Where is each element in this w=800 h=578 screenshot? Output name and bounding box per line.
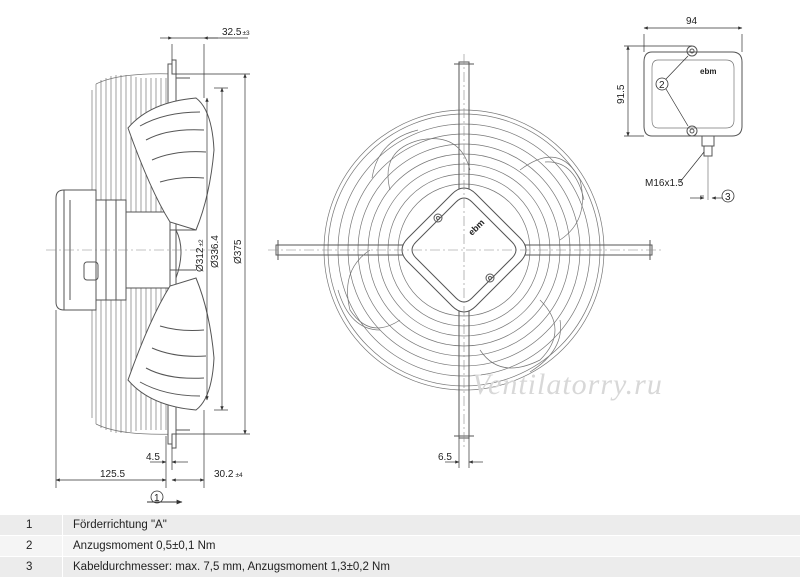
dim-m16: M16x1.5: [645, 178, 684, 189]
dim-4-5: 4.5: [146, 452, 160, 463]
legend-row: 2 Anzugsmoment 0,5±0,1 Nm: [0, 536, 800, 557]
dim-91-5: 91.5: [616, 84, 627, 104]
dim-d375: Ø375: [233, 239, 244, 264]
legend-table: 1 Förderrichtung "A" 2 Anzugsmoment 0,5±…: [0, 515, 800, 578]
dim-30-2: 30.2±4: [214, 469, 243, 480]
terminal-box-logo: ebm: [700, 67, 716, 76]
side-view: 32.5±3 Ø312±2 Ø336.4 Ø375 4.5 125.5 30.2…: [46, 27, 250, 504]
watermark: Ventilatorry.ru: [472, 368, 663, 402]
dim-32-5: 32.5±3: [222, 27, 250, 38]
dim-d312: Ø312±2: [195, 239, 206, 272]
dim-125-5: 125.5: [100, 469, 125, 480]
legend-text: Kabeldurchmesser: max. 7,5 mm, Anzugsmom…: [63, 557, 800, 578]
dim-94: 94: [686, 16, 698, 27]
legend-row: 1 Förderrichtung "A": [0, 515, 800, 536]
legend-number: 2: [0, 536, 63, 557]
legend-text: Förderrichtung "A": [63, 515, 800, 536]
dim-6-5: 6.5: [438, 452, 452, 463]
front-view: ebm 6.5: [268, 54, 662, 468]
dim-d336-4: Ø336.4: [210, 235, 221, 268]
fan-technical-drawing: 32.5±3 Ø312±2 Ø336.4 Ø375 4.5 125.5 30.2…: [0, 0, 800, 515]
legend-number: 3: [0, 557, 63, 578]
legend-number: 1: [0, 515, 63, 536]
legend-text: Anzugsmoment 0,5±0,1 Nm: [63, 536, 800, 557]
legend-row: 3 Kabeldurchmesser: max. 7,5 mm, Anzugsm…: [0, 557, 800, 578]
callout-2: 2: [659, 80, 665, 91]
front-view-dimensions: 6.5: [438, 438, 483, 468]
terminal-box-detail: ebm 94 91.5 2 M16x1.5 3: [616, 16, 742, 203]
callout-3: 3: [725, 192, 731, 203]
